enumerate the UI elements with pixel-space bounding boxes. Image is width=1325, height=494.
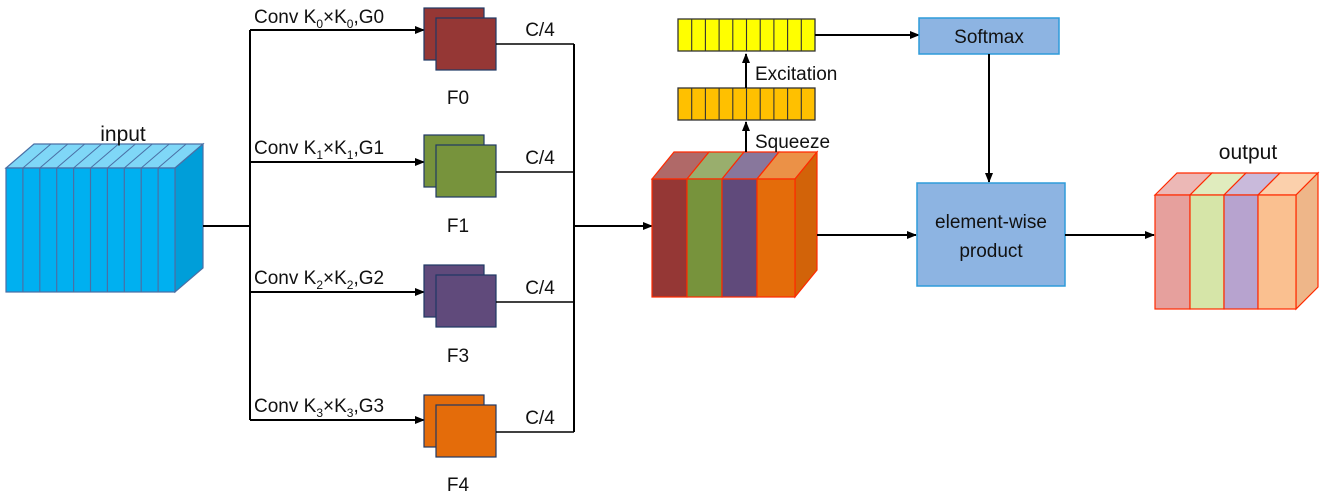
branch-2-conv-label: Conv K2×K2,G2 [254, 268, 384, 292]
channel-label-3: C/4 [525, 408, 555, 429]
concat-tensor [650, 150, 819, 299]
squeeze-vector [677, 87, 816, 121]
softmax-label: Softmax [954, 27, 1024, 48]
concat-front-band-2 [721, 178, 758, 298]
input-stripe-top [123, 143, 153, 169]
output-front-band-0 [1154, 194, 1191, 310]
feature-label-f4: F4 [447, 475, 470, 494]
input-stripe-top [56, 143, 86, 169]
channel-label-1: C/4 [525, 148, 555, 169]
feature-map-f3-front [435, 274, 497, 328]
input-channel-stripes [22, 143, 187, 292]
excitation-label: Excitation [755, 64, 837, 85]
squeeze-label: Squeeze [755, 132, 830, 153]
feature-map-f0-front [435, 17, 497, 71]
channel-label-2: C/4 [525, 278, 555, 299]
input-label: input [100, 123, 146, 146]
output-front-band-3 [1257, 194, 1297, 310]
excitation-vector-cells [691, 19, 802, 51]
input-side-face [174, 142, 204, 294]
output-tensor [1153, 171, 1320, 311]
branch-3-conv-label: Conv K3×K3,G3 [254, 396, 384, 420]
output-front-band-2 [1223, 194, 1259, 310]
branch-0-conv-label: Conv K0×K0,G0 [254, 7, 384, 31]
input-stripe-top [73, 143, 102, 169]
input-stripe-top [22, 143, 52, 169]
excitation-vector [677, 18, 816, 52]
output-front-band-1 [1189, 194, 1225, 310]
feature-label-f3: F3 [447, 346, 469, 367]
input-stripe-top [157, 143, 187, 169]
channel-label-0: C/4 [525, 20, 555, 41]
concat-front-band-1 [686, 178, 723, 298]
feature-map-f4-front [435, 404, 497, 458]
feature-map-f0 [423, 7, 497, 71]
feature-map-f1-front [435, 144, 497, 198]
product-label-line2: product [959, 241, 1023, 262]
feature-label-f0: F0 [447, 88, 469, 109]
input-stripe-top [107, 143, 136, 169]
output-label: output [1219, 141, 1278, 164]
feature-label-f1: F1 [447, 216, 469, 237]
concat-front-band-3 [756, 178, 796, 298]
feature-map-f1 [423, 134, 497, 198]
softmax-box [918, 17, 1060, 55]
input-stripe-top [140, 143, 170, 169]
input-stripe-top [90, 143, 119, 169]
branch-1-conv-label: Conv K1×K1,G1 [254, 138, 384, 162]
feature-map-f3 [423, 264, 497, 328]
squeeze-vector-cells [691, 88, 802, 120]
input-tensor [4, 142, 205, 294]
output-side-face [1295, 171, 1319, 311]
element-wise-product-box [916, 182, 1066, 287]
concat-front-band-0 [651, 178, 688, 298]
input-stripe-top [39, 143, 69, 169]
product-label-line1: element-wise [935, 212, 1047, 233]
feature-map-f4 [423, 394, 497, 458]
